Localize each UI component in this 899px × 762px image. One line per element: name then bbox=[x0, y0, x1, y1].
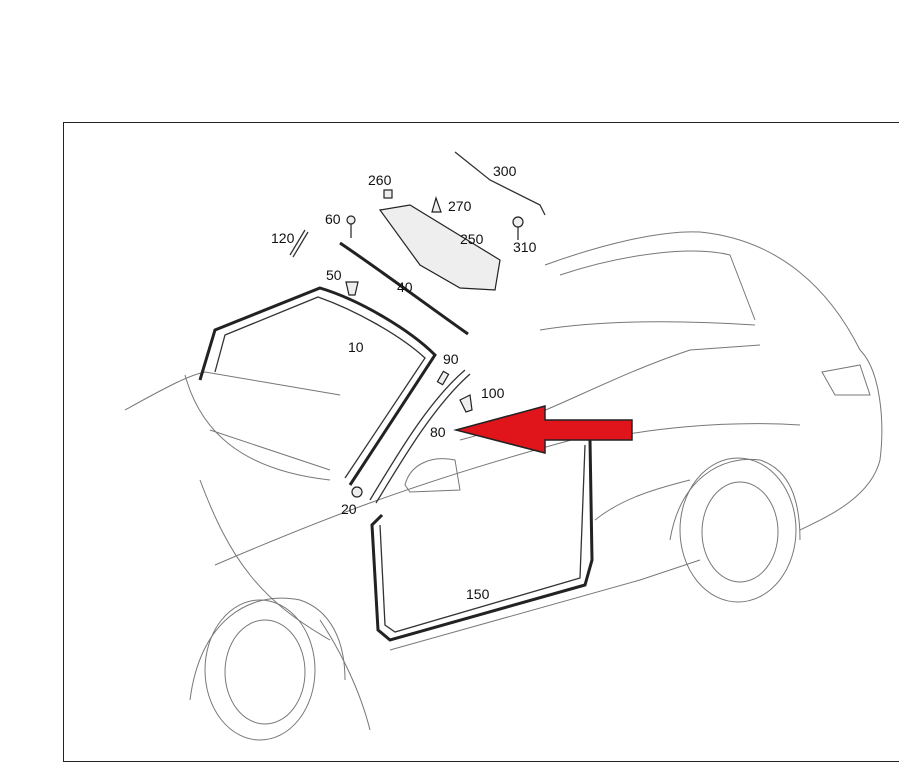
label-90: 90 bbox=[443, 351, 459, 367]
part-250-cowl bbox=[378, 204, 501, 291]
part-150-door-seal bbox=[370, 439, 594, 642]
label-100: 100 bbox=[481, 385, 505, 401]
part-90 bbox=[436, 370, 450, 386]
label-270: 270 bbox=[448, 198, 472, 214]
part-310-clip bbox=[512, 216, 524, 240]
highlight-arrow-icon bbox=[453, 405, 633, 454]
part-80-strip bbox=[369, 369, 466, 501]
label-310: 310 bbox=[513, 239, 537, 255]
part-100-clip bbox=[459, 394, 473, 413]
label-40: 40 bbox=[397, 279, 413, 295]
label-300: 300 bbox=[493, 163, 517, 179]
label-260: 260 bbox=[368, 172, 392, 188]
label-20: 20 bbox=[341, 501, 357, 517]
part-300 bbox=[454, 151, 546, 216]
label-60: 60 bbox=[325, 211, 341, 227]
part-260 bbox=[383, 189, 393, 199]
label-250: 250 bbox=[460, 231, 484, 247]
car-outline bbox=[124, 231, 883, 741]
part-40-strip bbox=[339, 241, 469, 336]
part-50-clip bbox=[345, 281, 359, 296]
part-10-windshield bbox=[198, 286, 437, 486]
label-80: 80 bbox=[430, 424, 446, 440]
part-20 bbox=[351, 486, 363, 498]
label-50: 50 bbox=[326, 267, 342, 283]
label-10: 10 bbox=[348, 339, 364, 355]
label-150: 150 bbox=[466, 586, 490, 602]
part-270 bbox=[431, 196, 442, 213]
label-120: 120 bbox=[271, 230, 295, 246]
part-120 bbox=[289, 229, 309, 258]
part-60-screw bbox=[346, 215, 356, 238]
